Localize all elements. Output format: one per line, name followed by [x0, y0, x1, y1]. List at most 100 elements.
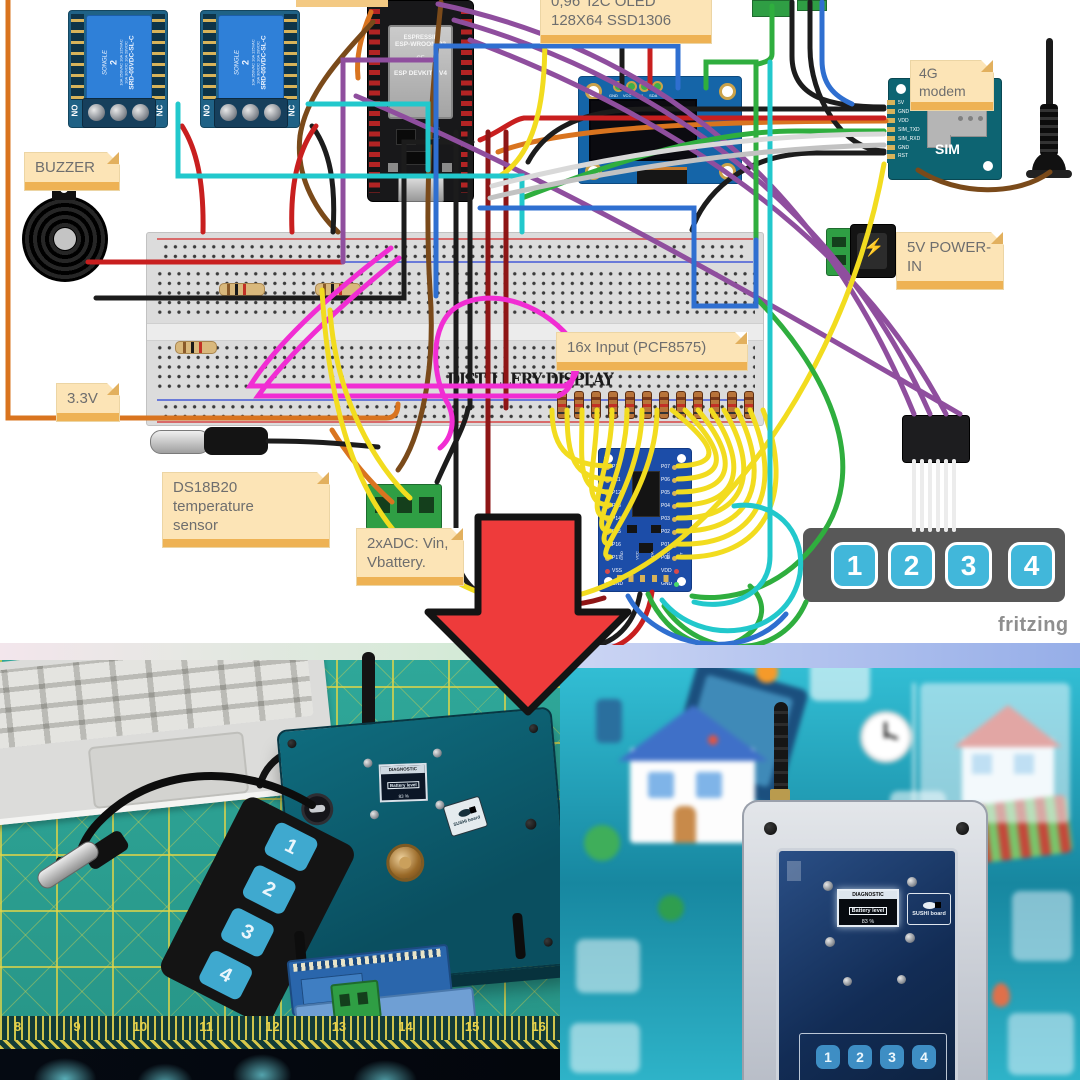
device-buzzer — [384, 842, 426, 884]
enclosure-oled: DIAGNOSTIC Battery level 83 % — [837, 889, 899, 927]
oled-mount-hole — [719, 83, 736, 100]
device-logo-text: SUSHI board — [452, 814, 481, 828]
enclosure-oled-title: DIAGNOSTIC — [839, 891, 897, 899]
blue-wires — [433, 0, 855, 645]
fritzing-diagram: DISTILLERY DISPLAY SONGLE — [0, 0, 1080, 645]
relay-body: SONGLE 2 10A 250VAC 10A 125VAC 10A 30VDC… — [218, 15, 284, 101]
icon-tile — [570, 1023, 640, 1073]
device-oled-title: DIAGNOSTIC — [380, 764, 425, 775]
enclosure-logo-label: SUSHI board — [907, 893, 951, 925]
note-power: 5V POWER-IN — [896, 232, 1004, 290]
probe-cable — [56, 771, 316, 867]
pcf-right-pins: P07 P06 P05 P04 P03 P02 P01 P00 VDD GND — [661, 461, 680, 591]
white-house-body — [630, 748, 755, 843]
fish-icon — [922, 901, 941, 909]
icon-tile — [1008, 1013, 1074, 1075]
icon-tile — [1012, 891, 1072, 961]
resistor — [727, 391, 737, 419]
device-oled: DIAGNOSTIC Battery level 83 % — [378, 762, 428, 803]
relay-module-1: SONGLE 2 10A 250VAC 10A 125VAC 10A 30VDC… — [68, 10, 168, 128]
enclosure-keypad: 1 2 3 4 — [799, 1033, 947, 1080]
ribbon-cable — [912, 459, 956, 532]
device-logo-label: SUSHI board — [442, 795, 489, 838]
membrane-keypad: 1 2 3 4 — [803, 528, 1065, 602]
device-key-4: 4 — [196, 948, 255, 1002]
note-adc: 2xADC: Vin,Vbattery. — [356, 528, 464, 586]
enclosure: DIAGNOSTIC Battery level 83 % SUSHI boar… — [742, 800, 988, 1080]
modem-mount-hole — [983, 161, 993, 171]
relay-module-2: SONGLE 2 10A 250VAC 10A 125VAC 10A 30VDC… — [200, 10, 300, 128]
oled-flex-connector — [637, 167, 687, 184]
photo-top-strip — [0, 643, 560, 660]
resistor — [693, 391, 703, 419]
oled-pin-label: VCC — [622, 93, 632, 98]
fritzing-watermark: fritzing — [998, 614, 1069, 636]
oled-pin-label: SDA — [649, 93, 658, 98]
dark-desk-strip — [0, 1049, 560, 1080]
esp32-brand: ESPRESSIF — [403, 35, 438, 41]
phone-icon — [596, 699, 622, 743]
pcf-ic — [639, 543, 653, 553]
enclosure-key-4: 4 — [912, 1045, 936, 1069]
blueprint-panel — [920, 683, 1070, 823]
ds18b20-sleeve — [204, 427, 268, 455]
note-buzzer: BUZZER — [24, 152, 120, 191]
keypad-key-3: 3 — [945, 542, 992, 589]
icon-tile — [576, 939, 640, 993]
tree — [584, 825, 620, 861]
white-wires — [487, 131, 887, 201]
pcf-ic — [651, 525, 661, 533]
pcf-bottom-pins — [617, 575, 675, 582]
esp32-button — [388, 163, 398, 172]
antenna-coil — [1040, 104, 1058, 156]
red-wires — [85, 0, 887, 645]
keypad-key-1: 1 — [831, 542, 878, 589]
photo-smart-home-illustration: DIAGNOSTIC Battery level 83 % SUSHI boar… — [560, 643, 1080, 1080]
resistor — [642, 391, 652, 419]
relay-pin-header — [203, 14, 216, 100]
buzzer — [22, 196, 108, 282]
resistor — [175, 341, 217, 354]
enclosure-antenna-ferrule — [770, 789, 790, 801]
oled-pin-label: GND — [609, 93, 618, 98]
relay-pin-header — [284, 14, 297, 100]
pcf-mount-hole — [677, 454, 686, 463]
power-bolt-icon: ⚡ — [863, 238, 885, 257]
clock-icon — [860, 711, 912, 763]
device-oled-line3: 83 % — [398, 793, 409, 799]
enclosure-key-1: 1 — [816, 1045, 840, 1069]
esp32-pin-row — [461, 9, 472, 193]
resistor — [744, 391, 754, 419]
sim-slot-tab — [927, 135, 951, 148]
note-3v3: 3.3V — [56, 383, 120, 422]
down-arrow — [424, 513, 632, 716]
device-key-3: 3 — [218, 905, 277, 959]
device-oled-line2: Battery level — [386, 781, 420, 790]
red-dot — [708, 735, 718, 745]
enclosure-logo-text: SUSHI board — [912, 910, 946, 917]
antenna-base-cone — [1032, 152, 1066, 174]
enclosure-oled-line2: Battery level — [848, 907, 888, 915]
pcf-mount-hole — [604, 577, 613, 586]
esp32-board-name: ESP DEVKITC V4 — [394, 70, 447, 77]
cutoff-note — [296, 0, 388, 7]
enclosure-key-2: 2 — [848, 1045, 872, 1069]
keypad-key-4: 4 — [1008, 542, 1055, 589]
enclosure-oled-line3: 83 % — [861, 919, 875, 925]
esp32-pin-row — [369, 9, 380, 193]
cyan-wires — [175, 59, 804, 634]
keypad-key-2: 2 — [888, 542, 935, 589]
antenna-rod — [1046, 38, 1053, 108]
relay-terminal — [82, 98, 156, 128]
enclosure-key-3: 3 — [880, 1045, 904, 1069]
photo-device-on-mat: DIAGNOSTIC Battery level 83 % SUSHI boar… — [0, 643, 560, 1080]
device-antenna-rod — [362, 652, 375, 730]
relay-body: SONGLE 2 10A 250VAC 10A 125VAC 10A 30VDC… — [86, 15, 152, 101]
collage-backdrop — [560, 643, 1080, 1080]
